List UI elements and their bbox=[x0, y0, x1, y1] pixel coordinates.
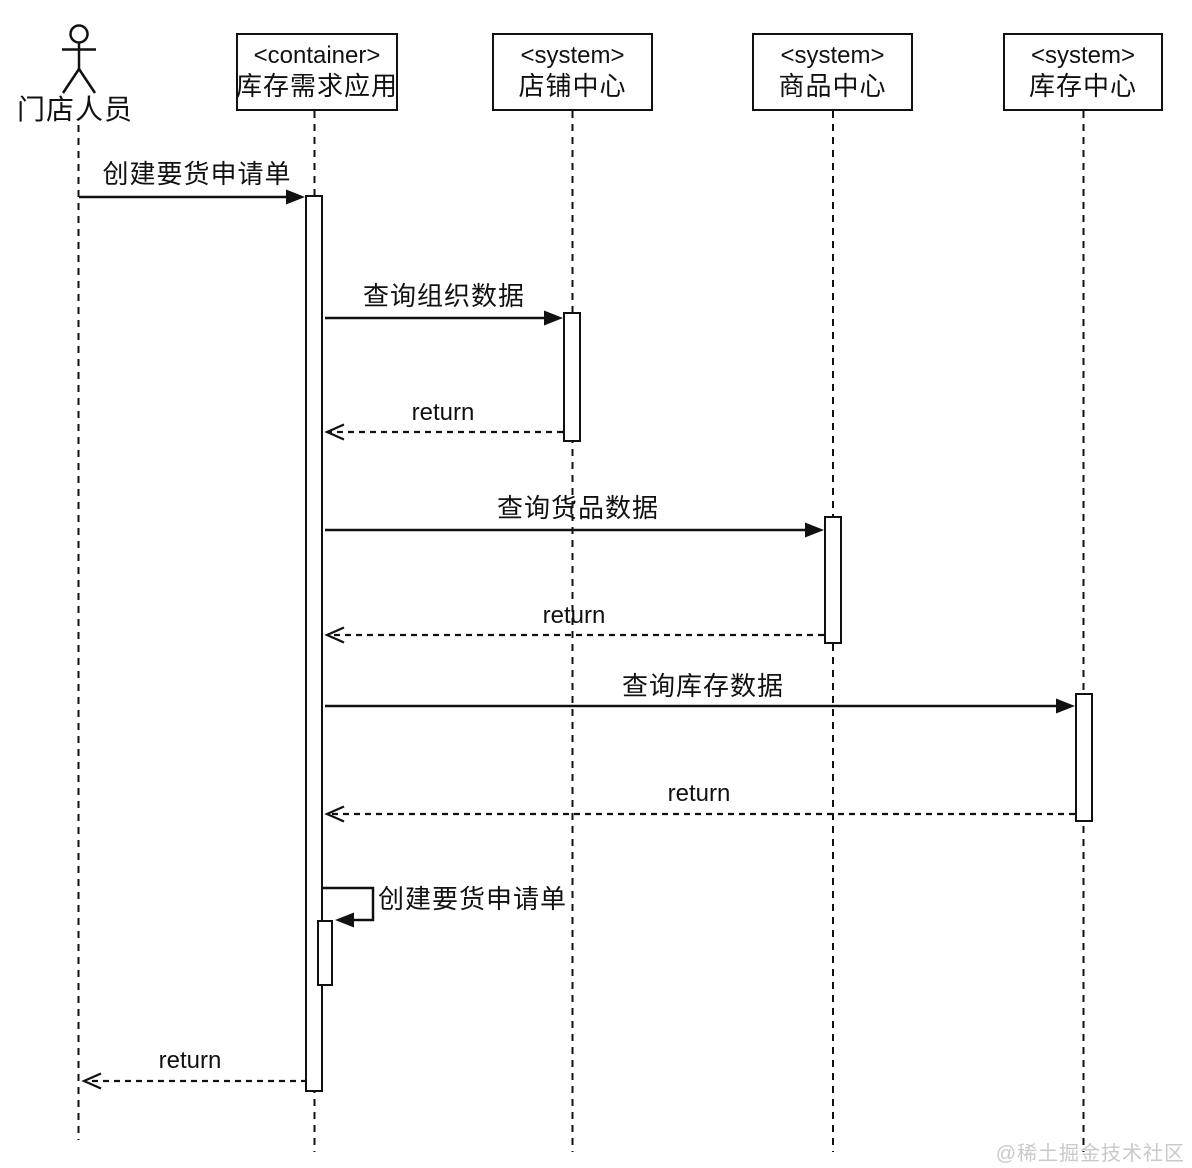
message-label-create-request: 创建要货申请单 bbox=[102, 159, 292, 189]
participant-box-shop-center: <system> 店铺中心 bbox=[492, 33, 653, 111]
message-label-query-stock: 查询库存数据 bbox=[621, 671, 785, 701]
watermark: @稀土掘金技术社区 bbox=[995, 1143, 1185, 1165]
participant-box-container: <container> 库存需求应用 bbox=[236, 33, 398, 111]
message-arrow-query-stock bbox=[325, 698, 1075, 714]
participant-stereotype: <system> bbox=[520, 42, 625, 69]
participant-stereotype: <system> bbox=[780, 42, 885, 69]
participant-stereotype: <system> bbox=[1030, 42, 1136, 69]
actor-icon bbox=[61, 24, 97, 94]
return-arrow-inventory bbox=[324, 805, 1075, 823]
return-label-final: return bbox=[158, 1047, 222, 1074]
message-label-query-goods: 查询货品数据 bbox=[496, 493, 660, 523]
participant-box-inventory-center: <system> 库存中心 bbox=[1003, 33, 1163, 111]
participant-name: 店铺中心 bbox=[518, 71, 627, 101]
participant-name: 库存需求应用 bbox=[236, 71, 399, 101]
activation-bar-shop-center bbox=[563, 312, 581, 442]
self-call-arrow-create-request bbox=[323, 886, 375, 928]
return-label-inventory: return bbox=[667, 780, 731, 807]
participant-name: 商品中心 bbox=[778, 71, 887, 101]
participant-stereotype: <container> bbox=[253, 42, 381, 69]
message-arrow-query-goods bbox=[325, 522, 824, 538]
return-label-shop: return bbox=[411, 399, 475, 426]
participant-box-product-center: <system> 商品中心 bbox=[752, 33, 913, 111]
activation-bar-product-center bbox=[824, 516, 842, 644]
return-arrow-shop bbox=[324, 423, 563, 441]
message-arrow-create-request bbox=[79, 189, 305, 205]
self-call-label-create-request: 创建要货申请单 bbox=[378, 884, 568, 914]
return-label-product: return bbox=[542, 602, 606, 629]
actor-label: 门店人员 bbox=[16, 94, 134, 125]
message-label-query-org: 查询组织数据 bbox=[362, 281, 526, 311]
activation-bar-self-call bbox=[317, 920, 333, 986]
return-arrow-final bbox=[81, 1072, 307, 1090]
return-arrow-product bbox=[324, 626, 824, 644]
participant-name: 库存中心 bbox=[1028, 71, 1137, 101]
message-arrow-query-org bbox=[325, 310, 563, 326]
activation-bar-inventory-center bbox=[1075, 693, 1093, 822]
activation-bar-container bbox=[305, 195, 323, 1092]
